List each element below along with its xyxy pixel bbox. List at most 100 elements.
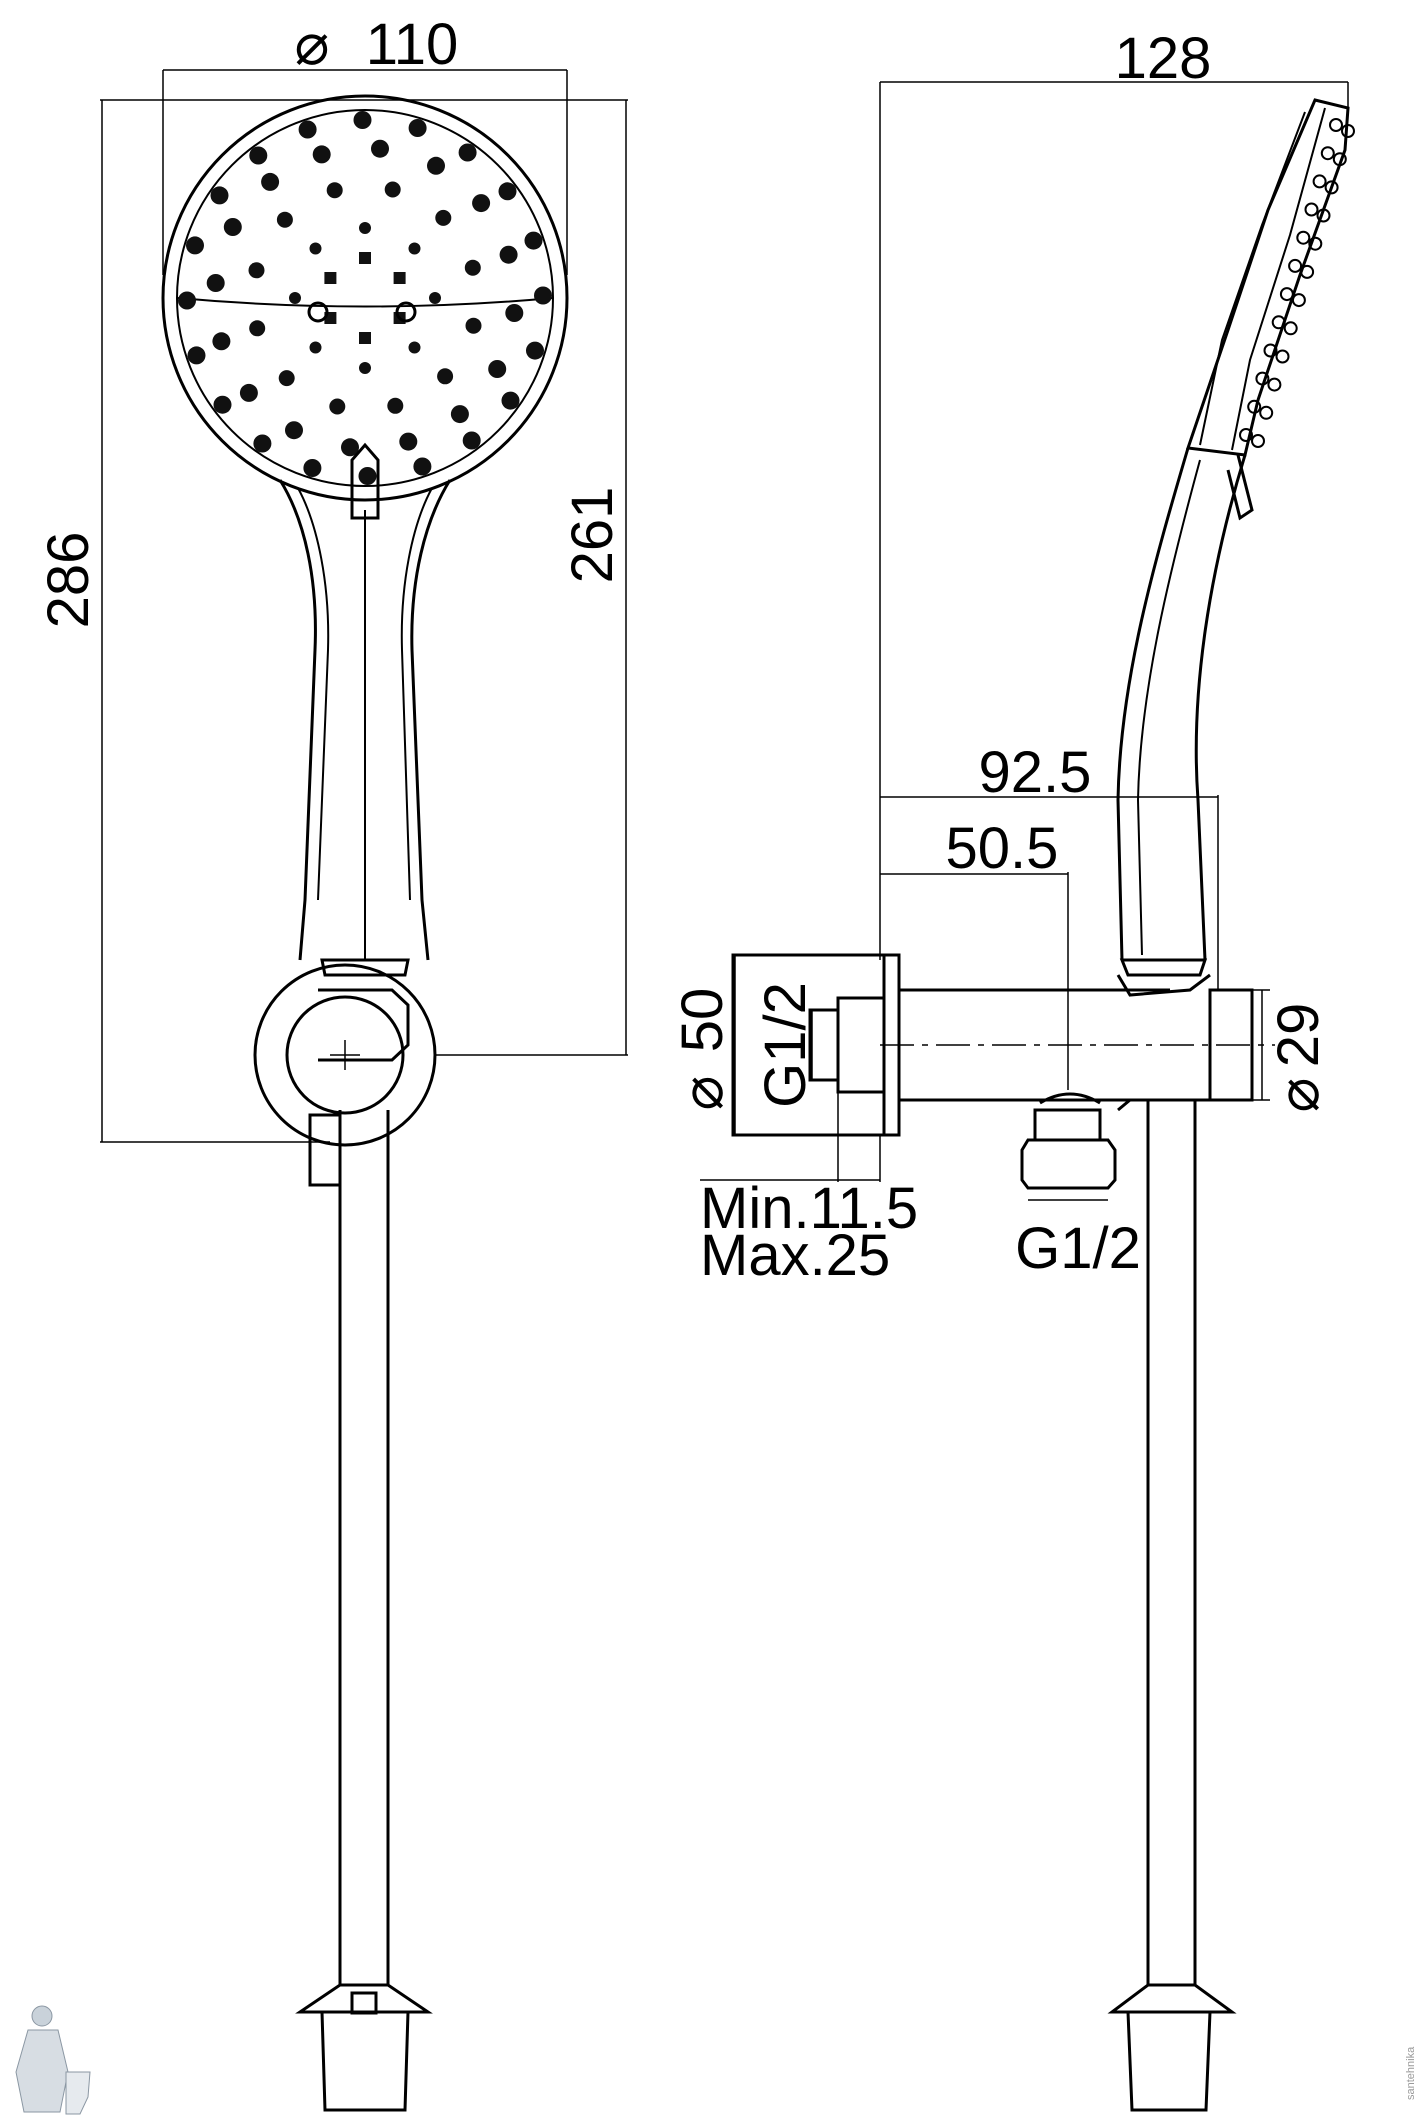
side-nozzle — [1320, 146, 1335, 161]
center-hole-left — [307, 301, 329, 323]
head-seam — [177, 297, 554, 308]
handle-outline — [278, 479, 452, 961]
spray-hole — [309, 242, 322, 255]
side-nozzle — [1312, 174, 1327, 189]
spray-hole — [278, 370, 295, 387]
dim-outlet-thread-label: G1/2 — [1015, 1216, 1141, 1281]
front-view: ⌀ 110 286 261 — [36, 12, 628, 2112]
spray-hole — [465, 317, 482, 334]
spray-hole — [458, 143, 477, 162]
outlet-nut — [1033, 1108, 1102, 1142]
arm-sleeve — [1116, 973, 1211, 1112]
plumber-logo — [15, 2005, 91, 2115]
side-nozzle — [1275, 349, 1290, 364]
side-nozzle — [1247, 399, 1262, 414]
spray-hole — [341, 438, 359, 457]
dim-29-symbol: ⌀ — [1266, 1078, 1331, 1113]
side-nozzle — [1271, 315, 1286, 330]
side-nozzles — [1239, 118, 1355, 448]
dim-128-label: 128 — [1115, 26, 1212, 91]
side-nozzle — [1259, 405, 1274, 420]
handle-profile — [1116, 447, 1247, 961]
handle-collar — [320, 958, 410, 977]
dim-92-5-label: 92.5 — [979, 740, 1092, 805]
spray-hole — [326, 182, 343, 199]
spray-hole — [186, 236, 204, 255]
spray-hole — [488, 360, 507, 378]
arm-block — [1208, 988, 1254, 1102]
dim-261-label: 261 — [560, 487, 625, 584]
spray-hole — [427, 156, 445, 175]
wall-flange — [731, 953, 901, 1137]
spray-hole — [187, 346, 206, 365]
spray-hole — [239, 383, 258, 402]
side-nozzle — [1288, 258, 1303, 273]
side-nozzle — [1283, 321, 1298, 336]
logo-head — [31, 2005, 53, 2027]
spray-hole — [353, 111, 372, 129]
spray-hole — [408, 341, 421, 354]
handle-profile-inner — [1136, 459, 1201, 956]
spray-hole — [206, 274, 225, 292]
spray-hole — [505, 304, 524, 322]
logo-toilet — [65, 2071, 91, 2115]
spray-hole — [499, 245, 518, 264]
spray-hole — [472, 194, 491, 213]
spray-hole — [384, 181, 401, 198]
spray-hole — [289, 292, 301, 304]
spray-hole — [210, 186, 229, 205]
spray-hole — [249, 146, 268, 165]
hose-end-tab — [350, 1991, 378, 2015]
mode-lever — [350, 442, 380, 520]
spray-hole — [359, 362, 371, 374]
spray-hole — [437, 368, 454, 385]
side-nozzle — [1291, 293, 1306, 308]
spray-hole — [534, 286, 552, 305]
spray-hole — [526, 341, 544, 360]
dim-50-5-label: 50.5 — [946, 816, 1059, 881]
spray-hole — [501, 391, 520, 410]
spray-hole — [359, 222, 371, 234]
side-nozzle — [1251, 434, 1265, 448]
side-nozzle — [1300, 264, 1315, 279]
handle-inner — [297, 487, 433, 901]
side-nozzle — [1239, 428, 1253, 442]
side-nozzle — [1324, 180, 1339, 195]
watermark-text: santehnika — [1405, 2046, 1417, 2100]
side-nozzle — [1267, 377, 1282, 392]
spray-hole — [223, 218, 242, 236]
spray-hole — [450, 405, 469, 424]
dim-wall-max-label: Max.25 — [700, 1223, 890, 1288]
dim-wall-min-label: Min.11.5 — [700, 1176, 918, 1241]
spray-hole — [462, 431, 481, 450]
spray-hole — [399, 432, 418, 451]
spray-hole — [371, 139, 389, 158]
spray-hole — [413, 457, 432, 476]
head-profile-back — [1199, 111, 1306, 446]
spray-holes — [178, 111, 552, 485]
dim-29-label: 29 — [1266, 1003, 1331, 1068]
spray-hole — [303, 459, 322, 477]
side-nozzle — [1263, 343, 1278, 358]
outlet-dome — [1039, 1092, 1101, 1105]
side-nozzle — [1279, 287, 1294, 302]
spray-hole — [464, 259, 481, 276]
holder-ring-inner — [285, 995, 405, 1115]
spray-hole — [261, 172, 280, 191]
center-nozzle — [359, 252, 371, 264]
spray-hole — [358, 467, 377, 485]
spray-hole — [248, 262, 265, 279]
side-nozzle — [1304, 202, 1319, 217]
spray-hole — [387, 397, 404, 414]
holder-stem — [308, 1113, 342, 1187]
spray-hole — [408, 242, 421, 255]
center-hole-right — [395, 301, 417, 323]
center-nozzle — [393, 272, 406, 284]
side-nozzle — [1332, 152, 1347, 167]
spray-hole — [524, 231, 543, 250]
spray-hole — [429, 292, 441, 304]
dim-110-symbol: ⌀ — [295, 12, 330, 77]
spray-hole — [309, 341, 322, 354]
spray-hole — [435, 209, 452, 226]
